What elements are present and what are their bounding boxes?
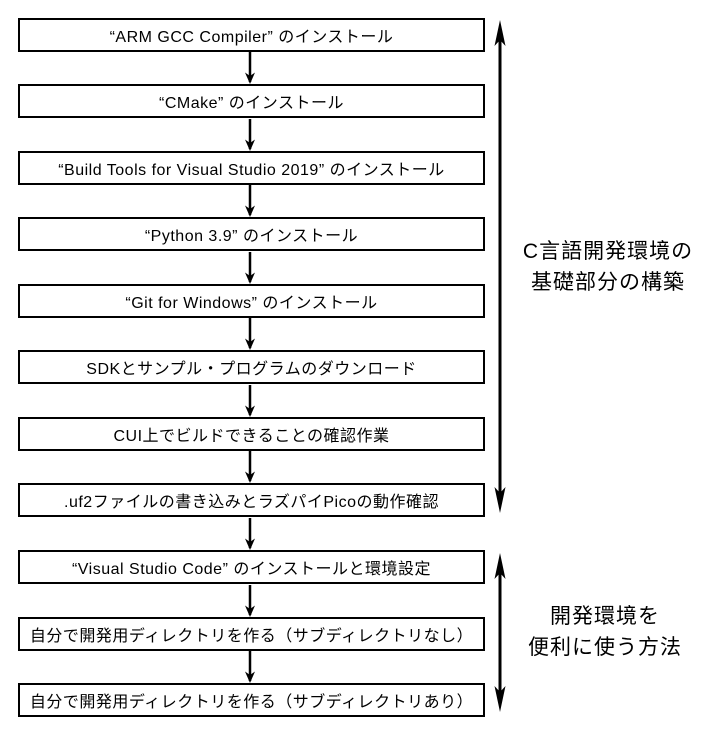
group-label-line: 便利に使う方法: [528, 636, 682, 659]
step-box-uf2-write: .uf2ファイルの書き込みとラズパイPicoの動作確認: [18, 483, 485, 517]
step-box-sdk-download: SDKとサンプル・プログラムのダウンロード: [18, 350, 485, 384]
step-box-cui-build: CUI上でビルドできることの確認作業: [18, 417, 485, 451]
step-box-build-tools: “Build Tools for Visual Studio 2019” のイン…: [18, 151, 485, 185]
group-label-line: 開発環境を: [550, 605, 660, 628]
step-box-dir-no-subdir: 自分で開発用ディレクトリを作る（サブディレクトリなし）: [18, 617, 485, 651]
down-arrow-icon: [245, 385, 255, 417]
down-arrow-icon: [245, 451, 255, 483]
down-arrow-icon: [245, 119, 255, 151]
down-arrow-icon: [245, 252, 255, 284]
group-label-line: C言語開発環境の: [522, 240, 694, 263]
group-label-convenient-use: 開発環境を 便利に使う方法: [499, 601, 711, 663]
step-box-arm-gcc: “ARM GCC Compiler” のインストール: [18, 18, 485, 52]
down-arrow-icon: [245, 518, 255, 550]
double-arrow-icon-convenient-use: [494, 553, 506, 712]
double-arrow-icon-basic-setup: [494, 20, 506, 513]
down-arrow-icon: [245, 651, 255, 683]
step-box-vscode: “Visual Studio Code” のインストールと環境設定: [18, 550, 485, 584]
down-arrow-icon: [245, 318, 255, 350]
down-arrow-icon: [245, 185, 255, 217]
group-label-line: 基礎部分の構築: [531, 271, 685, 294]
down-arrow-icon: [245, 52, 255, 84]
step-box-dir-subdir: 自分で開発用ディレクトリを作る（サブディレクトリあり）: [18, 683, 485, 717]
down-arrow-icon: [245, 585, 255, 617]
step-box-python: “Python 3.9” のインストール: [18, 217, 485, 251]
group-label-basic-setup: C言語開発環境の 基礎部分の構築: [502, 236, 714, 298]
step-box-git: “Git for Windows” のインストール: [18, 284, 485, 318]
step-box-cmake: “CMake” のインストール: [18, 84, 485, 118]
